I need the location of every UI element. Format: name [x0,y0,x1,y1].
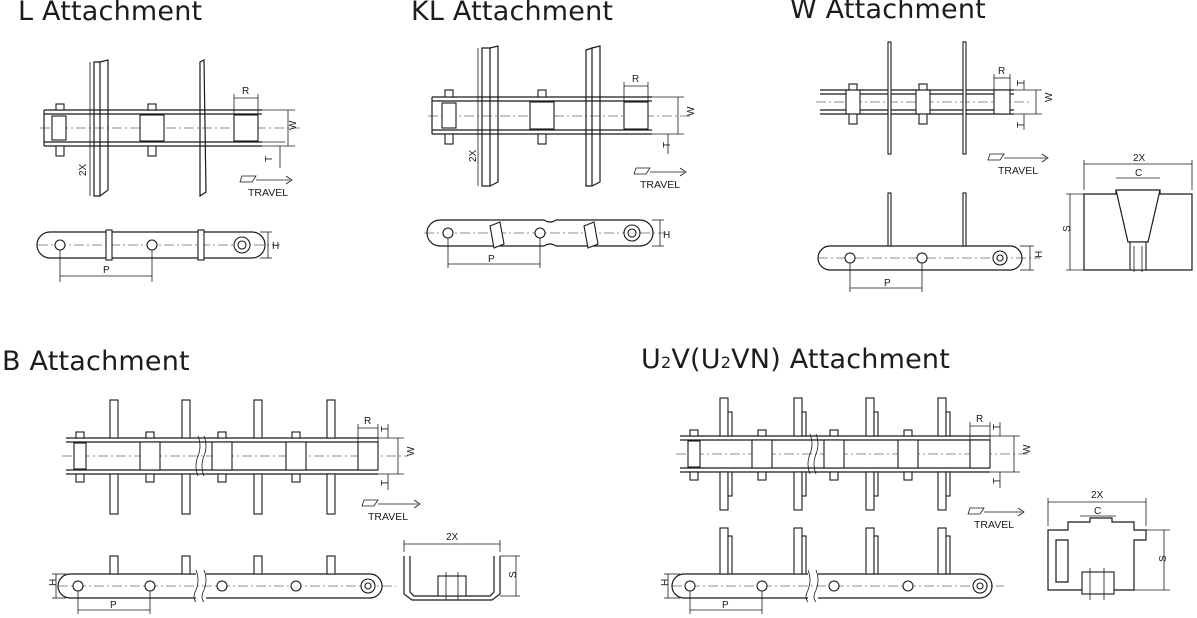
kl-dim-r: R [632,74,639,85]
kl-attachment-side-view: P H [424,219,670,268]
b-attachment-side-view: P H [48,555,396,614]
title-u2v-part-3: VN) Attachment [731,344,950,375]
kl-dim-w: W [686,106,697,116]
w-dim-t-lower: T [1016,122,1027,128]
w-end-dim-c: C [1135,168,1142,179]
title-u2v-attachment: U2V(U2VN) Attachment [641,344,950,375]
b-dim-t-upper: T [380,426,391,432]
u2v-dim-p: P [722,600,729,611]
b-travel-label: TRAVEL [368,511,408,523]
b-dim-w: W [406,446,417,456]
w-end-dim-s: S [1062,225,1073,232]
title-kl-attachment: KL Attachment [411,0,614,27]
l-dim-w: W [288,120,299,130]
u2v-travel-label: TRAVEL [974,519,1014,531]
kl-dim-2x: 2X [468,149,479,162]
b-end-dim-s: S [508,571,519,578]
l-travel-label: TRAVEL [248,187,288,199]
u2v-dim-r: R [976,414,983,425]
u2v-attachment-end-view: 2X C S [1047,490,1170,600]
title-b-attachment: B Attachment [2,346,190,377]
kl-travel-label: TRAVEL [640,179,680,191]
u2v-attachment-side-view: P H [660,527,1004,614]
l-dim-t: T [264,156,275,162]
w-end-dim-2x: 2X [1133,153,1146,164]
title-u2v-part-2: V(U [671,344,721,375]
w-dim-t-upper: T [1016,80,1027,86]
kl-dim-p: P [488,254,495,265]
w-dim-w: W [1044,92,1055,102]
title-w-attachment: W Attachment [790,0,986,25]
b-end-dim-2x: 2X [446,532,459,543]
l-dim-r: R [242,86,249,97]
title-u2v-part-1: U [641,344,661,375]
kl-dim-t: T [662,142,673,148]
u2v-end-dim-s: S [1158,555,1169,562]
title-u2v-subscript-1: 2 [660,353,672,372]
w-attachment-end-view: 2X C S [1062,153,1193,272]
l-dim-h: H [272,241,279,252]
title-l-attachment: L Attachment [18,0,203,27]
l-attachment-top-view: R W T 2X TRAVEL [40,59,300,199]
title-u2v-subscript-2: 2 [720,353,732,372]
b-dim-p: P [110,600,117,611]
b-dim-r: R [364,416,371,427]
w-dim-r: R [998,66,1005,77]
b-attachment-top-view: R W T T TRAVEL [62,399,421,523]
kl-dim-h: H [663,230,670,241]
u2v-end-dim-2x: 2X [1091,490,1104,501]
l-dim-p: P [103,265,110,276]
u2v-attachment-top-view: R W T T TRAVEL [676,397,1033,531]
b-dim-h: H [48,579,59,586]
l-attachment-side-view: P H [36,229,280,282]
b-dim-t-lower: T [380,480,391,486]
w-dim-h: H [1034,251,1045,258]
u2v-dim-t-lower: T [992,478,1003,484]
w-attachment-side-view: P H [817,192,1045,292]
b-attachment-end-view: 2X S [403,532,520,601]
u2v-dim-t-upper: T [992,424,1003,430]
l-dim-2x: 2X [78,163,89,176]
w-dim-p: P [884,278,891,289]
u2v-end-dim-c: C [1094,506,1101,517]
u2v-dim-w: W [1022,444,1033,454]
u2v-dim-h: H [660,579,671,586]
w-attachment-top-view: R W T T TRAVEL [816,41,1055,177]
kl-attachment-top-view: R W T 2X TRAVEL [428,45,697,191]
w-travel-label: TRAVEL [998,165,1038,177]
